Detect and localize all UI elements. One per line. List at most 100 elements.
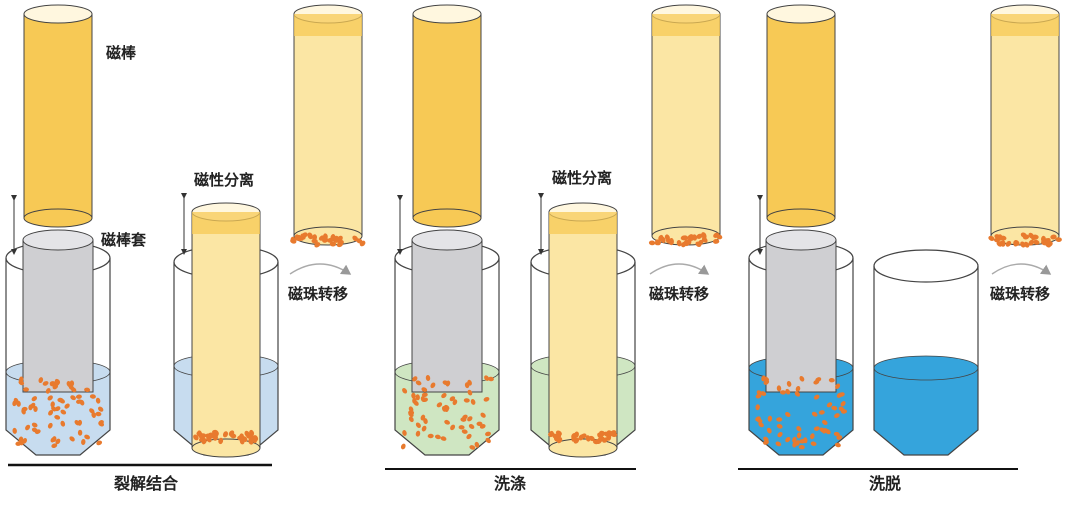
sleeve-3-top bbox=[411, 229, 483, 251]
bead-1 bbox=[12, 400, 17, 407]
bead-3 bbox=[297, 235, 305, 241]
bead-4 bbox=[413, 400, 419, 406]
sleeve-1 bbox=[22, 239, 94, 393]
bead-1 bbox=[70, 387, 77, 393]
rod-6-band bbox=[652, 14, 720, 36]
bead-7 bbox=[792, 441, 797, 448]
bead-8 bbox=[1020, 241, 1026, 248]
bead-5 bbox=[606, 431, 613, 437]
stage-label-wash: 洗涤 bbox=[494, 474, 527, 493]
rod-6 bbox=[651, 13, 721, 237]
bead-2 bbox=[193, 434, 199, 441]
bead-7 bbox=[776, 423, 783, 429]
bead-6 bbox=[712, 238, 720, 244]
transfer-label-2: 磁珠转移 bbox=[649, 285, 710, 303]
rod-7-top bbox=[766, 4, 836, 24]
bead-8 bbox=[1000, 235, 1007, 241]
bead-6 bbox=[716, 234, 723, 240]
bead-7 bbox=[819, 427, 826, 433]
bead-4 bbox=[467, 379, 472, 386]
bead-1 bbox=[51, 443, 58, 449]
bead-4 bbox=[415, 380, 422, 386]
bead-4 bbox=[470, 398, 476, 405]
bead-2 bbox=[201, 438, 207, 445]
bead-4 bbox=[461, 429, 468, 434]
bead-1 bbox=[69, 436, 75, 442]
transfer-label-3: 磁珠转移 bbox=[990, 285, 1051, 303]
bead-7 bbox=[833, 431, 840, 437]
bead-5 bbox=[573, 437, 580, 444]
bead-4 bbox=[474, 441, 480, 448]
bead-4 bbox=[408, 410, 415, 415]
bead-7 bbox=[828, 377, 835, 383]
bead-7 bbox=[794, 391, 801, 397]
bead-2 bbox=[222, 431, 229, 438]
sleeve-5 bbox=[765, 239, 837, 393]
bead-1 bbox=[54, 414, 61, 420]
bead-1 bbox=[84, 434, 90, 440]
bead-7 bbox=[813, 394, 820, 400]
bead-7 bbox=[815, 377, 822, 382]
bead-1 bbox=[33, 406, 38, 412]
bead-5 bbox=[597, 437, 603, 443]
bead-1 bbox=[98, 421, 105, 427]
bead-1 bbox=[64, 403, 70, 409]
bead-8 bbox=[994, 234, 1001, 240]
bead-1 bbox=[31, 396, 38, 402]
bead-7 bbox=[810, 441, 817, 446]
bead-7 bbox=[836, 435, 843, 440]
bead-4 bbox=[412, 376, 418, 382]
bead-4 bbox=[408, 416, 414, 423]
tube-6-liquid-surface bbox=[873, 355, 979, 381]
bead-4 bbox=[450, 424, 456, 431]
bead-1 bbox=[50, 401, 55, 408]
bead-7 bbox=[763, 440, 769, 445]
bead-1 bbox=[25, 424, 31, 431]
tube-6-liquid bbox=[874, 368, 978, 455]
bead-7 bbox=[836, 392, 843, 398]
bead-4 bbox=[400, 443, 406, 450]
bead-8 bbox=[1045, 241, 1051, 248]
bead-6 bbox=[692, 234, 698, 241]
bead-4 bbox=[402, 430, 407, 436]
bead-7 bbox=[755, 404, 760, 411]
bead-7 bbox=[758, 422, 764, 428]
bead-4 bbox=[480, 412, 486, 418]
bead-4 bbox=[423, 418, 428, 425]
bead-7 bbox=[780, 390, 786, 395]
sleeve-1-top bbox=[22, 229, 94, 251]
bead-3 bbox=[337, 235, 343, 242]
bead-8 bbox=[1055, 237, 1062, 243]
bead-7 bbox=[834, 442, 841, 448]
rod-4-bottom bbox=[412, 208, 482, 228]
bead-4 bbox=[434, 434, 441, 440]
bead-7 bbox=[760, 391, 767, 396]
bead-7 bbox=[826, 402, 833, 408]
bead-4 bbox=[485, 437, 491, 444]
rod-2 bbox=[191, 211, 261, 449]
bead-3 bbox=[290, 238, 297, 244]
bead-1 bbox=[95, 411, 102, 417]
bead-1 bbox=[81, 439, 86, 445]
bead-4 bbox=[441, 405, 447, 412]
bead-4 bbox=[483, 396, 490, 402]
bead-4 bbox=[415, 422, 421, 428]
bead-7 bbox=[785, 388, 791, 395]
bead-1 bbox=[45, 388, 51, 394]
rod-1 bbox=[23, 13, 93, 219]
bead-4 bbox=[468, 423, 475, 430]
bead-6 bbox=[681, 235, 689, 241]
bead-6 bbox=[660, 236, 666, 244]
bead-6 bbox=[665, 238, 673, 244]
bead-1 bbox=[91, 412, 96, 418]
bead-3 bbox=[322, 237, 329, 243]
tube-3 bbox=[394, 258, 500, 456]
bead-4 bbox=[484, 375, 490, 381]
bead-5 bbox=[556, 437, 563, 444]
rod-3 bbox=[293, 13, 363, 237]
bead-1 bbox=[70, 395, 76, 401]
bead-3 bbox=[327, 237, 334, 243]
bead-7 bbox=[763, 379, 770, 385]
